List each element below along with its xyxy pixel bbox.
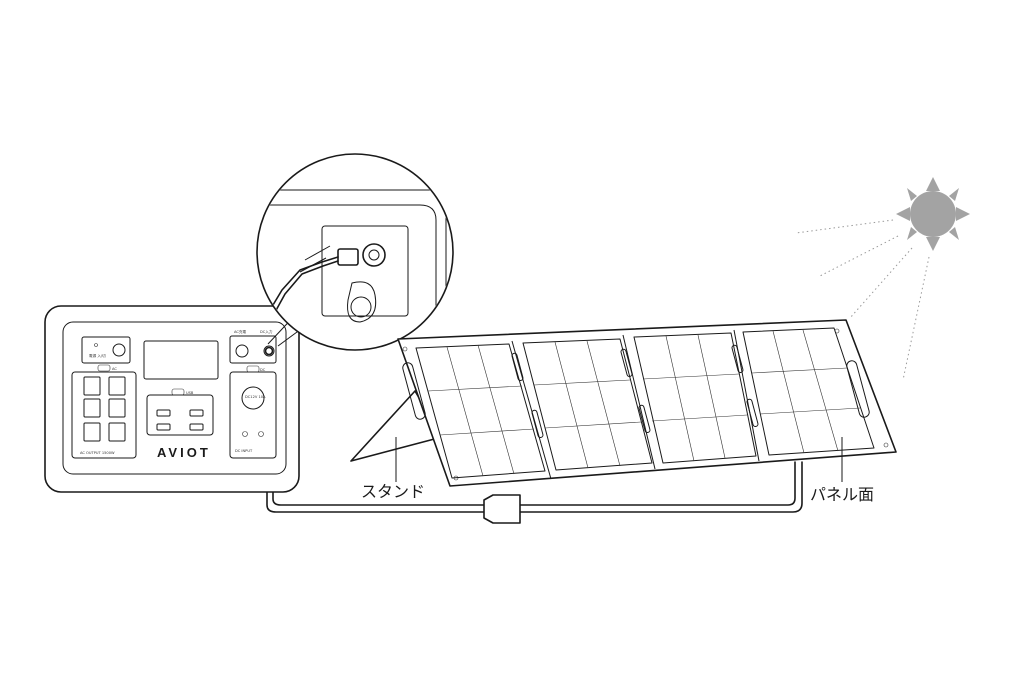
ac-switch-label: AC <box>112 367 117 371</box>
solar-panel <box>350 319 897 487</box>
panel-frame <box>397 319 897 487</box>
power-station: 電源 入/切 AC充電 DC入力 AC AC OUTPUT 1500W USB <box>44 305 300 493</box>
ac-outlets <box>83 376 126 442</box>
sun-rays <box>795 219 930 381</box>
port-label-ac-charge: AC充電 <box>234 329 246 334</box>
usb-ports <box>156 409 204 431</box>
magnified-port-detail <box>256 153 454 351</box>
power-button-label: 電源 入/切 <box>89 353 106 358</box>
callout-stand: スタンド <box>361 437 425 501</box>
panel-folds <box>402 328 889 481</box>
panel-surface-label: パネル面 <box>810 485 874 504</box>
cable-connector <box>483 494 521 524</box>
dc-switch-label: DC <box>260 368 266 372</box>
panel-section-1 <box>415 343 546 479</box>
sun-icon <box>896 177 970 251</box>
car-socket-label: DC12V 10A <box>245 395 266 399</box>
ac-output-note: AC OUTPUT 1500W <box>80 451 115 455</box>
callout-panel-surface: パネル面 <box>810 437 874 504</box>
brand-logo: AVIOT <box>157 445 211 460</box>
panel-section-4 <box>742 327 875 456</box>
usb-switch-label: USB <box>186 391 194 395</box>
charging-cable <box>266 347 803 524</box>
port-label-dc-input: DC入力 <box>260 329 273 334</box>
panel-section-2 <box>522 338 653 471</box>
dc-input-note: DC INPUT <box>235 449 253 453</box>
panel-section-3 <box>633 332 757 464</box>
stand-label: スタンド <box>361 482 425 501</box>
